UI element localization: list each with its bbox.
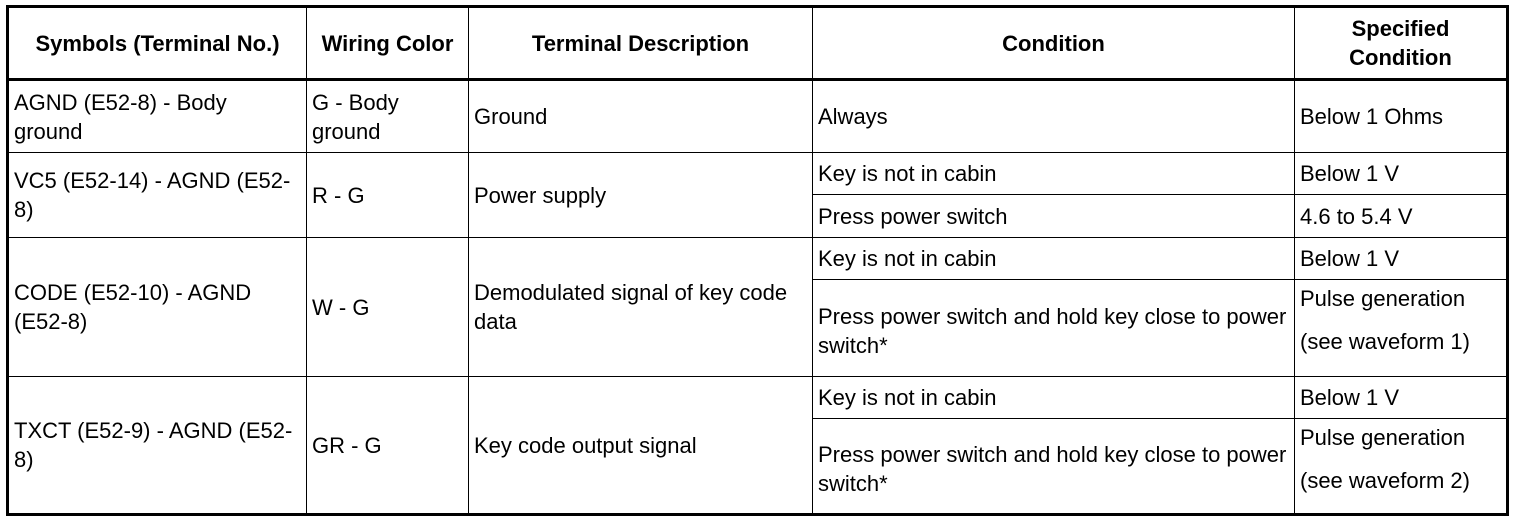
description-cell: Demodulated signal of key code data [468,237,813,377]
table-row: CODE (E52-10) - AGND (E52-8) W - G Demod… [7,237,1508,377]
table-header-row: Symbols (Terminal No.) Wiring Color Term… [7,6,1508,81]
condition-cell: Always [812,79,1295,153]
waveform-note: (see waveform 1) [1300,329,1470,354]
header-specified-line2: Condition [1349,45,1452,70]
condition-cell: Press power switch and hold key close to… [812,418,1295,515]
header-wiring-color: Wiring Color [306,6,469,81]
description-cell: Power supply [468,152,813,238]
waveform-note: (see waveform 2) [1300,468,1470,493]
specified-value: Pulse generation [1300,425,1466,450]
header-symbols: Symbols (Terminal No.) [7,6,307,81]
table-row: TXCT (E52-9) - AGND (E52-8) GR - G Key c… [7,376,1508,515]
condition-cell: Press power switch and hold key close to… [812,279,1295,377]
table-row: VC5 (E52-14) - AGND (E52-8) R - G Power … [7,152,1508,238]
specified-cell: Below 1 V [1294,237,1508,280]
specified-cell: Pulse generation (see waveform 1) [1294,279,1508,377]
specified-cell: Below 1 V [1294,152,1508,195]
specified-cell: 4.6 to 5.4 V [1294,194,1508,238]
specified-cell: Below 1 Ohms [1294,79,1508,153]
terminal-spec-table: Symbols (Terminal No.) Wiring Color Term… [6,5,1509,516]
description-cell: Key code output signal [468,376,813,515]
symbol-cell: TXCT (E52-9) - AGND (E52-8) [7,376,307,515]
symbol-cell: VC5 (E52-14) - AGND (E52-8) [7,152,307,238]
symbol-cell: AGND (E52-8) - Body ground [7,79,307,153]
condition-cell: Press power switch [812,194,1295,238]
condition-cell: Key is not in cabin [812,376,1295,419]
wiring-cell: GR - G [306,376,469,515]
condition-cell: Key is not in cabin [812,237,1295,280]
specified-value: Pulse generation [1300,286,1466,311]
specified-cell: Below 1 V [1294,376,1508,419]
condition-cell: Key is not in cabin [812,152,1295,195]
wiring-cell: W - G [306,237,469,377]
header-condition: Condition [812,6,1295,81]
wiring-cell: G - Body ground [306,79,469,153]
table-row: AGND (E52-8) - Body ground G - Body grou… [7,79,1508,153]
wiring-cell: R - G [306,152,469,238]
specified-cell: Pulse generation (see waveform 2) [1294,418,1508,515]
table-row: Press power switch and hold key close to… [8,418,1508,515]
table-row: Press power switch 4.6 to 5.4 V [8,194,1508,238]
description-cell: Ground [468,79,813,153]
header-specified-condition: Specified Condition [1294,6,1508,81]
table-row: Press power switch and hold key close to… [8,279,1508,377]
header-specified-line1: Specified [1351,16,1450,41]
header-terminal-description: Terminal Description [468,6,813,81]
symbol-cell: CODE (E52-10) - AGND (E52-8) [7,237,307,377]
